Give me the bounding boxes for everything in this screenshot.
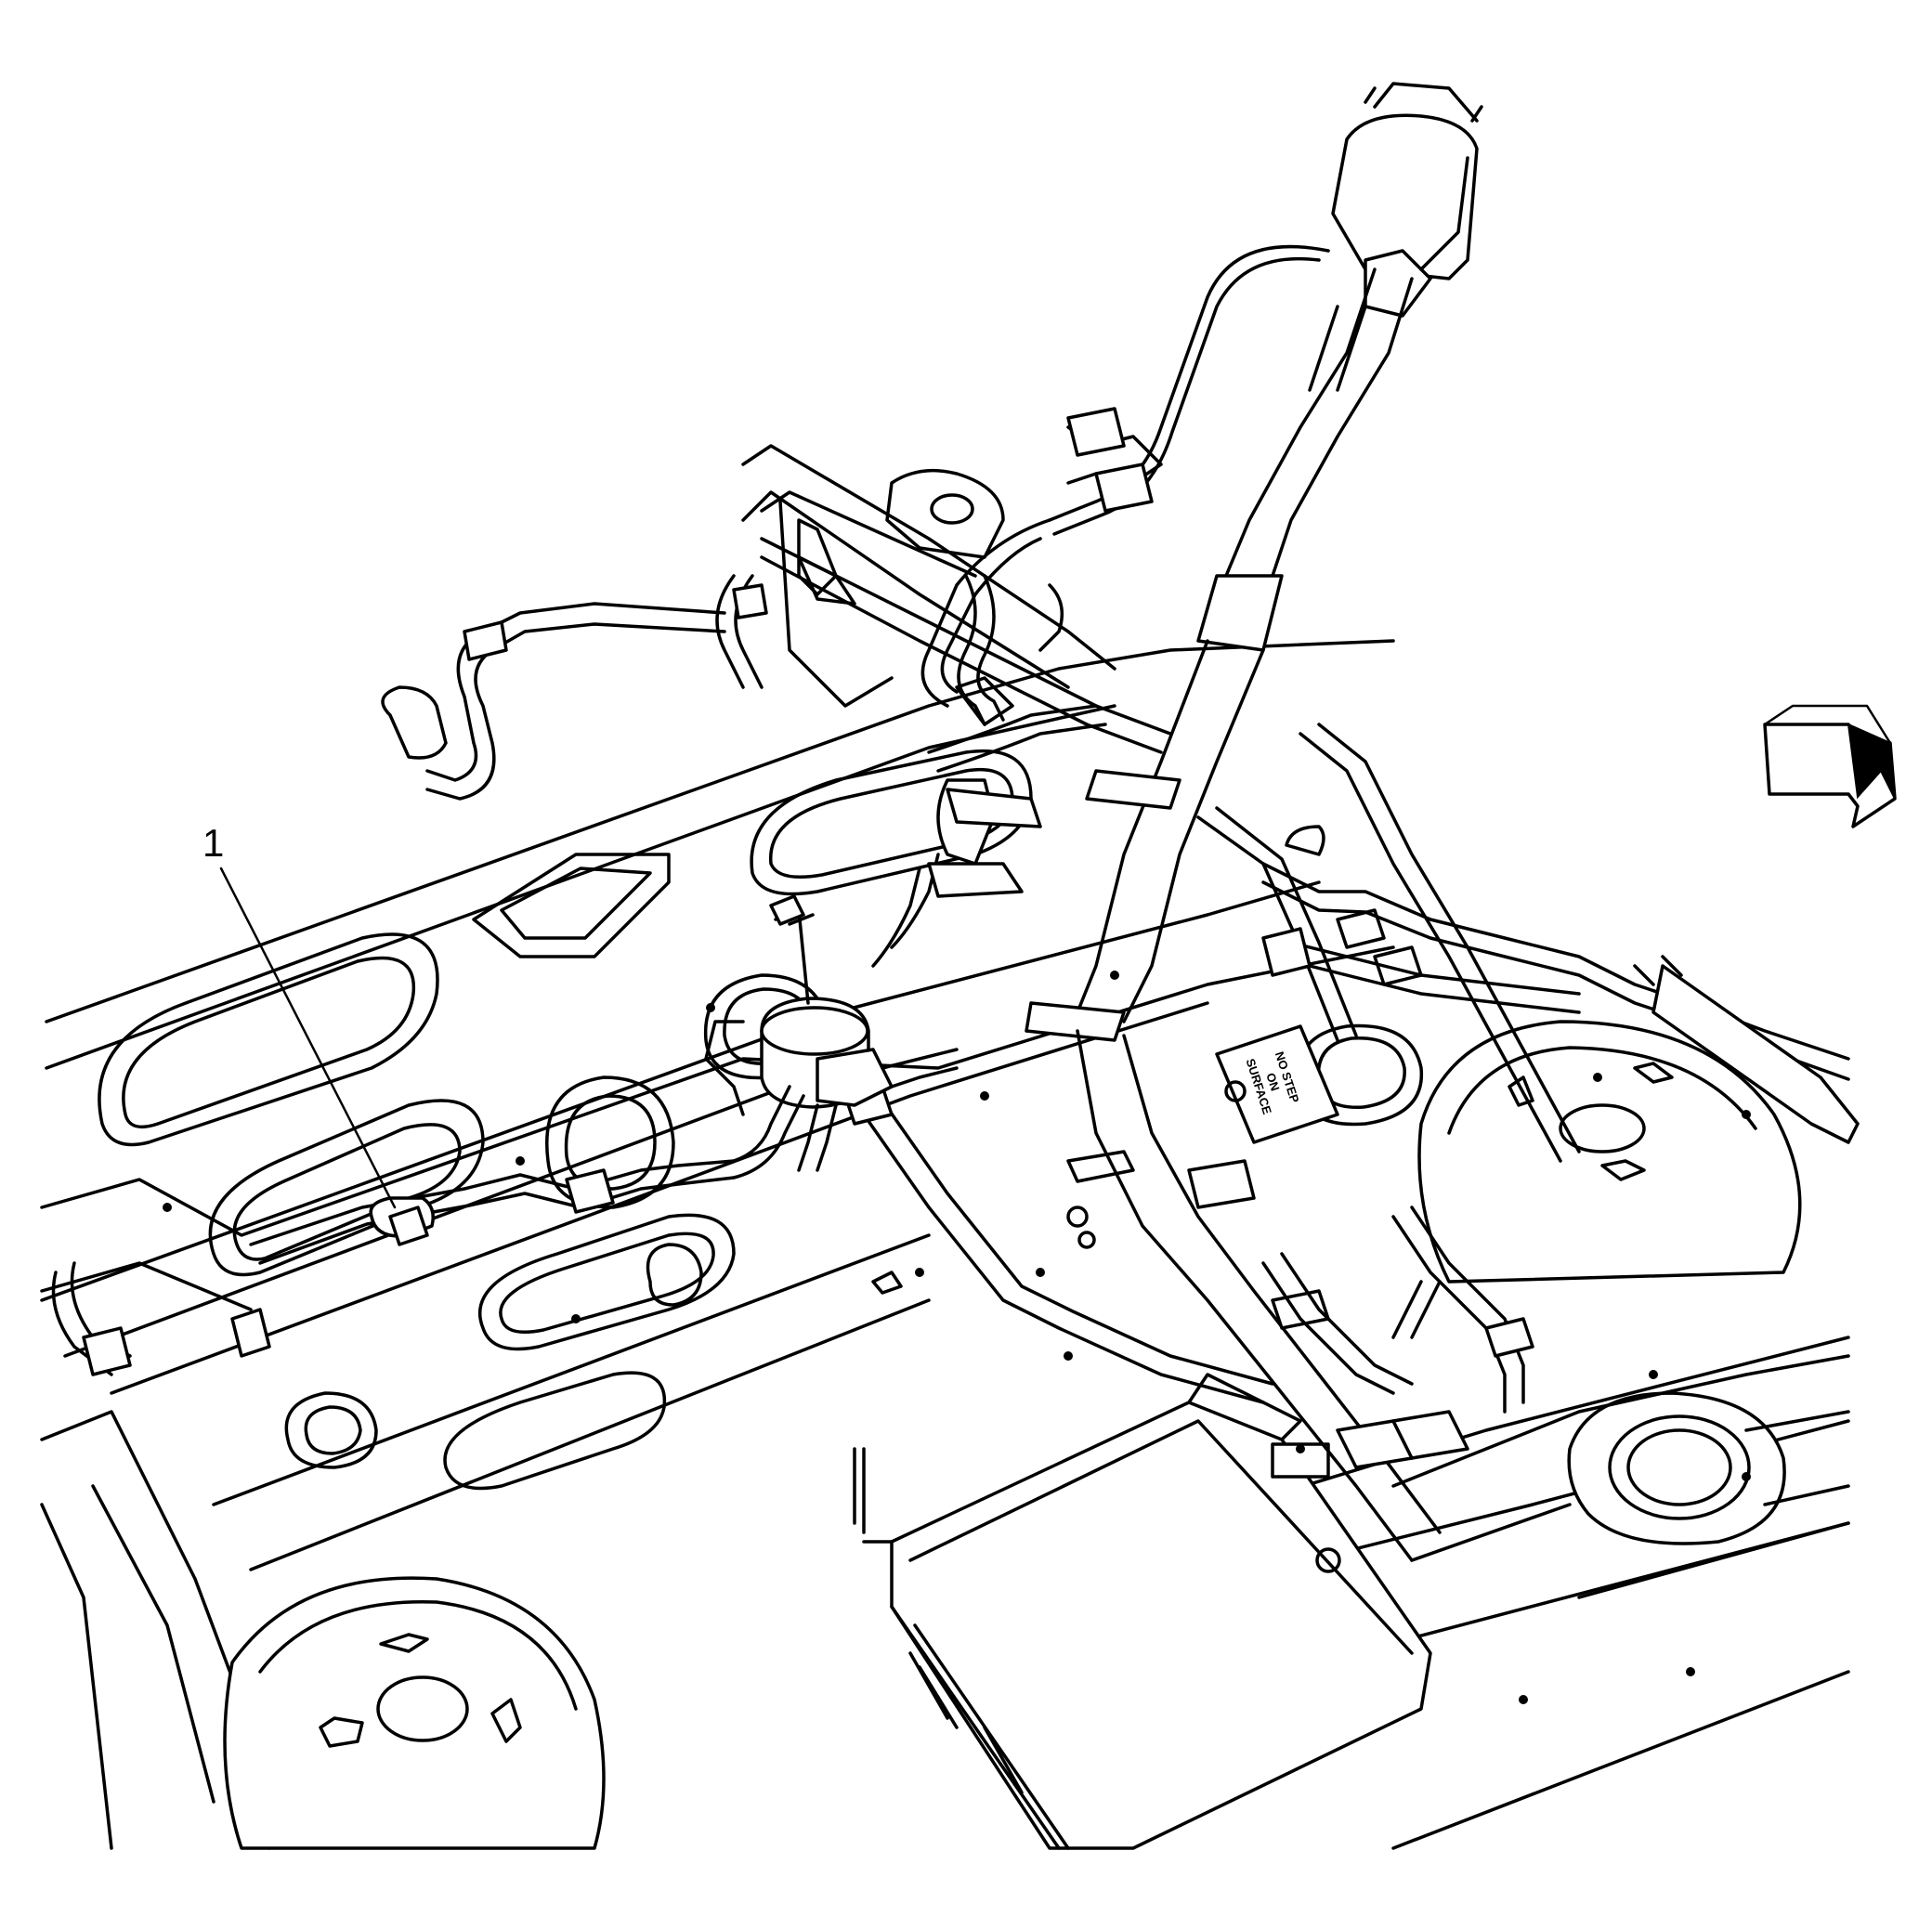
fuel-tank — [1391, 1354, 1850, 1599]
no-step-label-plate: NO STEP ON SURFACE — [1215, 1024, 1339, 1144]
rear-cross-member — [741, 444, 1116, 708]
floor-panel-openings — [98, 749, 1033, 1491]
callout-1: 1 — [202, 821, 397, 1209]
evap-purge-solenoid — [704, 894, 959, 1172]
callout-1-leader-line — [219, 867, 397, 1209]
evap-line-with-clip — [51, 1085, 805, 1376]
label-plate-line-2: ON — [1263, 1071, 1282, 1092]
callout-1-number: 1 — [202, 821, 224, 865]
front-direction-arrow-icon — [1763, 704, 1897, 828]
fuel-filler-pipe — [1025, 82, 1483, 1562]
evap-vent-hoses — [381, 244, 1330, 801]
right-wheel-well — [1297, 1020, 1802, 1284]
left-wheel-well — [223, 1391, 606, 1850]
fasteners — [163, 971, 1751, 1704]
fuel-brake-lines — [871, 704, 1860, 1163]
